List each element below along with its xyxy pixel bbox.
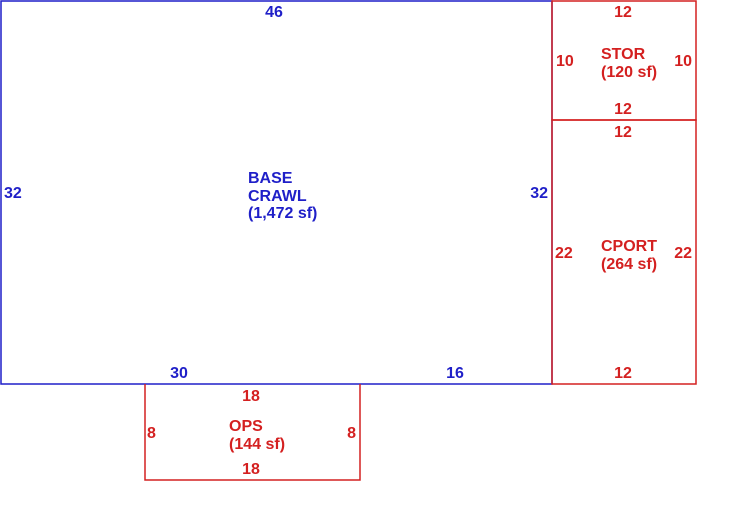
base-name-line2: CRAWL <box>248 188 307 205</box>
stor-area: (120 sf) <box>601 64 657 81</box>
cport-area: (264 sf) <box>601 256 657 273</box>
cport-outline <box>551 119 697 385</box>
ops-dim-bottom: 18 <box>242 461 260 478</box>
base-name-line1: BASE <box>248 170 293 187</box>
ops-outline <box>144 384 361 481</box>
base-area: (1,472 sf) <box>248 205 317 222</box>
cport-dim-right: 22 <box>674 245 692 262</box>
ops-name: OPS <box>229 418 263 435</box>
cport-dim-bottom: 12 <box>614 365 632 382</box>
ops-dim-left: 8 <box>147 425 156 442</box>
cport-dim-left: 22 <box>555 245 573 262</box>
stor-name: STOR <box>601 46 646 63</box>
stor-dim-top: 12 <box>614 4 632 21</box>
base-dim-bottom-left: 30 <box>170 365 188 382</box>
ops-dim-right: 8 <box>347 425 356 442</box>
base-dim-right: 32 <box>530 185 548 202</box>
cport-dim-top: 12 <box>614 124 632 141</box>
base-dim-bottom-right: 16 <box>446 365 464 382</box>
stor-dim-left: 10 <box>556 53 574 70</box>
ops-dim-top: 18 <box>242 388 260 405</box>
cport-name: CPORT <box>601 238 657 255</box>
stor-dim-right: 10 <box>674 53 692 70</box>
base-dim-left: 32 <box>4 185 22 202</box>
base-dim-top: 46 <box>265 4 283 21</box>
stor-dim-bottom: 12 <box>614 101 632 118</box>
ops-area: (144 sf) <box>229 436 285 453</box>
